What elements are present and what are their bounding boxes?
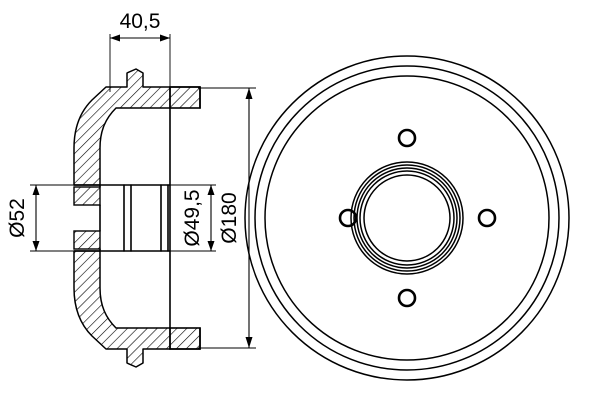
arrow-right-40-5 [160,34,170,42]
section-body-lower [73,250,171,368]
dimension-drum-outer-180: Ø180 [198,87,256,349]
dimension-width-40-5: 40,5 [109,10,171,92]
face-view [244,55,570,381]
arrow-top-49-5 [207,185,215,195]
arrow-top-52 [32,185,40,195]
hub-bore-circle [363,174,451,262]
dimension-bore-outer-52: Ø52 [6,184,104,252]
arrow-top-180 [245,88,253,99]
section-body-upper [73,68,171,186]
section-rim-lower [169,327,201,350]
bolt-hole-left [338,208,358,228]
bolt-hole-bottom [397,288,417,308]
dimension-bore-inner-49-5: Ø49,5 [168,184,216,252]
section-rim-upper [169,86,201,109]
cross-section-view [73,68,201,368]
hub-ring-2 [353,164,461,272]
dimension-label-bore-inner: Ø49,5 [181,189,204,246]
dimension-label-width: 40,5 [120,10,161,33]
arrow-bottom-49-5 [207,241,215,251]
hub-ring-1 [350,161,464,275]
bolt-hole-right [477,208,497,228]
drum-middle-circle [254,65,560,371]
dimension-label-drum-outer: Ø180 [218,192,241,243]
section-keyway-lower [73,230,101,250]
bolt-hole-top [397,128,417,148]
arrow-left-40-5 [110,34,120,42]
drum-inner-circle [264,75,550,361]
section-keyway-upper [73,186,101,206]
hub-ring-4 [359,170,455,266]
arrow-bottom-52 [32,241,40,251]
arrow-bottom-180 [245,337,253,348]
dimension-label-bore-outer: Ø52 [6,198,29,238]
drum-outer-circle [244,55,570,381]
